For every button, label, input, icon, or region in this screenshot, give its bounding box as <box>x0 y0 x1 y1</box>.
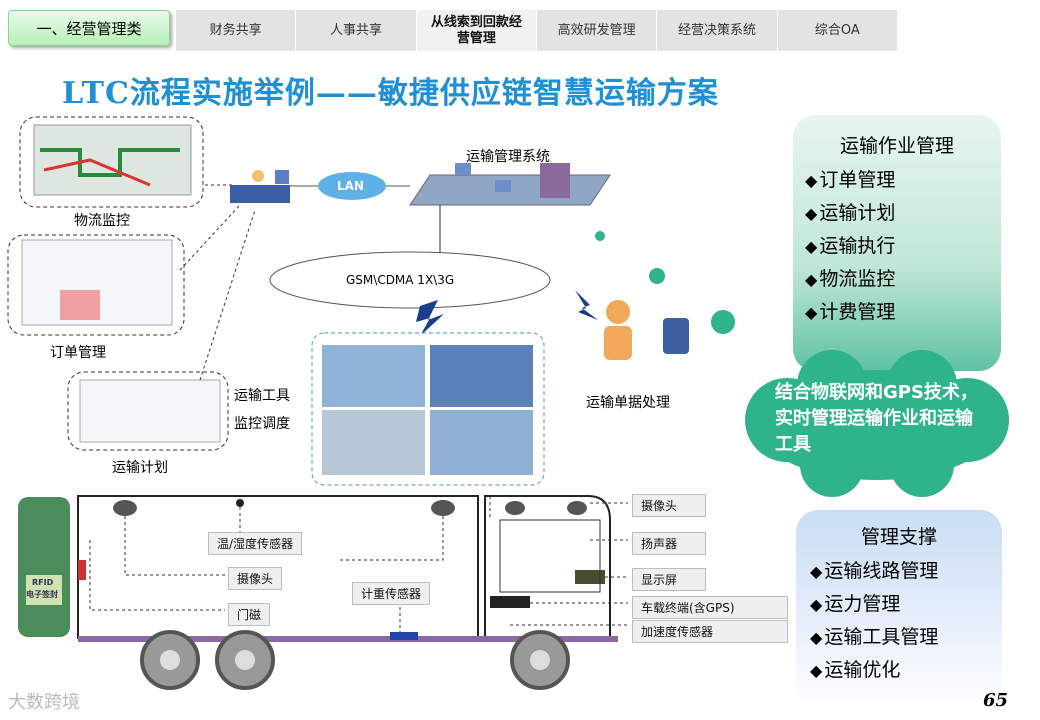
page-number: 65 <box>982 690 1008 711</box>
tab-oa[interactable]: 综合OA <box>778 10 898 51</box>
transport-item: 订单管理 <box>805 164 1001 197</box>
camera-label: 摄像头 <box>632 494 706 517</box>
handheld-icon <box>663 318 689 354</box>
transport-panel: 运输作业管理 订单管理 运输计划 运输执行 物流监控 计费管理 <box>793 115 1001 371</box>
person-icon <box>606 300 630 324</box>
order-label: 订单管理 <box>50 345 106 361</box>
tab-rd[interactable]: 高效研发管理 <box>537 10 658 51</box>
tab-ltc-line2: 营管理 <box>456 30 496 46</box>
page-title: LTC流程实施举例——敏捷供应链智慧运输方案 <box>62 76 719 111</box>
transport-item: 计费管理 <box>805 296 1001 329</box>
tab-finance[interactable]: 财务共享 <box>176 10 297 51</box>
terminal-icon <box>490 596 530 608</box>
callout-text: 结合物联网和GPS技术，实时管理运输作业和运输工具 <box>775 382 978 455</box>
gsm-label: GSM\CDMA 1X\3G <box>346 273 455 287</box>
top-tab-bar: 财务共享 人事共享 从线索到回款经营管理 高效研发管理 经营决策系统 综合OA <box>176 10 898 51</box>
vehicle-monitor-label-2: 监控调度 <box>234 416 290 432</box>
camera-icon <box>431 500 455 516</box>
speaker-label: 扬声器 <box>632 532 706 555</box>
callout-cloud <box>745 350 1009 497</box>
camera-icon <box>113 500 137 516</box>
section-badge[interactable]: 一、经营管理类 <box>8 10 170 46</box>
support-item: 运输线路管理 <box>810 555 1002 588</box>
transport-panel-title: 运输作业管理 <box>839 135 954 157</box>
display-label: 显示屏 <box>632 568 706 591</box>
rfid-label-1: RFID <box>32 578 54 587</box>
transport-item: 运输计划 <box>805 197 1001 230</box>
rfid-label-2: 电子签封 <box>26 590 58 599</box>
lan-cloud <box>318 172 386 200</box>
transport-item: 物流监控 <box>805 263 1001 296</box>
accel-sensor-label: 加速度传感器 <box>632 620 788 643</box>
tab-ltc-line1: 从线索到回款经 <box>430 14 522 30</box>
watermark: 大数跨境 <box>8 692 80 713</box>
lan-label: LAN <box>337 179 364 193</box>
weight-sensor-label: 计重传感器 <box>352 582 431 605</box>
workstation-icon <box>230 185 290 203</box>
plan-label: 运输计划 <box>112 460 168 476</box>
support-panel-title: 管理支撑 <box>860 526 937 548</box>
support-panel: 管理支撑 运输线路管理 运力管理 运输工具管理 运输优化 <box>796 510 1002 710</box>
monitor-label: 物流监控 <box>74 213 130 229</box>
tms-label: 运输管理系统 <box>466 149 550 165</box>
tab-hr[interactable]: 人事共享 <box>296 10 417 51</box>
support-item: 运力管理 <box>810 588 1002 621</box>
camera-icon <box>567 501 587 515</box>
tab-decision[interactable]: 经营决策系统 <box>657 10 778 51</box>
camera-icon <box>505 501 525 515</box>
rfid-lock-icon <box>18 497 70 637</box>
gsm-cloud <box>269 251 551 309</box>
door-sensor-label: 门磁 <box>228 603 271 626</box>
support-item: 运输优化 <box>810 654 1002 687</box>
display-icon <box>575 570 605 584</box>
support-item: 运输工具管理 <box>810 621 1002 654</box>
doc-process-label: 运输单据处理 <box>586 395 670 411</box>
tab-ltc[interactable]: 从线索到回款经营管理 <box>416 10 537 51</box>
camera-inner-label: 摄像头 <box>228 567 283 590</box>
truck-cab <box>484 495 611 641</box>
terminal-label: 车载终端(含GPS) <box>632 596 788 619</box>
vehicle-monitor-label-1: 运输工具 <box>234 388 290 404</box>
transport-item: 运输执行 <box>805 230 1001 263</box>
temp-sensor-label: 温/湿度传感器 <box>208 532 303 555</box>
